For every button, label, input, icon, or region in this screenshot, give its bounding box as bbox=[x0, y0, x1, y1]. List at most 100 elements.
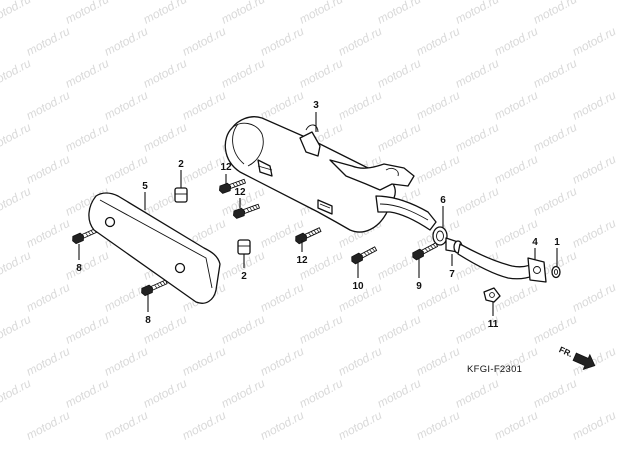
watermark-text: motod.ru bbox=[141, 120, 190, 155]
watermark-text: motod.ru bbox=[141, 56, 190, 91]
leader-lines bbox=[78, 112, 558, 316]
callout-2-upper: 2 bbox=[178, 159, 184, 170]
watermark-text: motod.ru bbox=[180, 24, 229, 59]
watermark-text: motod.ru bbox=[24, 216, 73, 251]
watermark-text: motod.ru bbox=[219, 56, 268, 91]
watermark-text: motod.ru bbox=[102, 24, 151, 59]
watermark-text: motod.ru bbox=[0, 120, 34, 155]
bolt-10[interactable] bbox=[350, 245, 378, 265]
watermark-text: motod.ru bbox=[414, 88, 463, 123]
callout-8-upper: 8 bbox=[76, 263, 82, 274]
watermark-text: motod.ru bbox=[375, 376, 424, 411]
watermark-text: motod.ru bbox=[63, 248, 112, 283]
watermark-text: motod.ru bbox=[375, 0, 424, 27]
watermark-text: motod.ru bbox=[336, 24, 385, 59]
muffler[interactable] bbox=[224, 116, 437, 233]
watermark-text: motod.ru bbox=[531, 0, 580, 27]
watermark-text: motod.ru bbox=[102, 344, 151, 379]
diagram-code: KFGI-F2301 bbox=[467, 364, 522, 375]
watermark-text: motod.ru bbox=[63, 0, 112, 27]
watermark-text: motod.ru bbox=[63, 56, 112, 91]
watermark-text: motod.ru bbox=[570, 88, 619, 123]
collar-upper[interactable] bbox=[174, 187, 188, 203]
callout-labels: 3 2 5 2 12 12 12 10 9 6 7 4 1 11 8 8 bbox=[76, 100, 560, 330]
bolt-12-middle[interactable] bbox=[232, 202, 261, 219]
watermark-text: motod.ru bbox=[24, 88, 73, 123]
watermark-text: motod.ru bbox=[102, 88, 151, 123]
callout-4: 4 bbox=[532, 237, 538, 248]
watermark-text: motod.ru bbox=[336, 344, 385, 379]
callout-10: 10 bbox=[352, 281, 364, 292]
watermark-text: motod.ru bbox=[258, 280, 307, 315]
watermark-text: motod.ru bbox=[24, 344, 73, 379]
callout-2-lower: 2 bbox=[241, 271, 247, 282]
watermark-text: motod.ru bbox=[24, 24, 73, 59]
watermark-text: motod.ru bbox=[24, 408, 73, 443]
bolt-12-upper[interactable] bbox=[218, 177, 247, 194]
watermark-text: motod.ru bbox=[492, 88, 541, 123]
callout-11: 11 bbox=[488, 319, 499, 330]
watermark-text: motod.ru bbox=[414, 24, 463, 59]
watermark-text: motod.ru bbox=[531, 56, 580, 91]
watermark-text: motod.ru bbox=[531, 376, 580, 411]
watermark-text: motod.ru bbox=[375, 56, 424, 91]
watermark-text: motod.ru bbox=[336, 88, 385, 123]
watermark-text: motod.ru bbox=[0, 184, 34, 219]
watermark-text: motod.ru bbox=[0, 248, 34, 283]
callout-7: 7 bbox=[449, 269, 455, 280]
callout-12-upper: 12 bbox=[220, 162, 232, 173]
bolt-12-lower[interactable] bbox=[294, 226, 322, 245]
watermark-text: motod.ru bbox=[141, 0, 190, 27]
watermark-text: motod.ru bbox=[63, 120, 112, 155]
watermark-text: motod.ru bbox=[531, 312, 580, 347]
watermark-text: motod.ru bbox=[141, 376, 190, 411]
watermark-text: motod.ru bbox=[102, 408, 151, 443]
watermark-text: motod.ru bbox=[63, 376, 112, 411]
watermark-text: motod.ru bbox=[375, 312, 424, 347]
watermark-text: motod.ru bbox=[570, 408, 619, 443]
watermark-text: motod.ru bbox=[297, 376, 346, 411]
watermark-text: motod.ru bbox=[453, 120, 502, 155]
callout-6: 6 bbox=[440, 195, 446, 206]
watermark-text: motod.ru bbox=[219, 376, 268, 411]
watermark-text: motod.ru bbox=[24, 152, 73, 187]
watermark-text: motod.ru bbox=[570, 280, 619, 315]
watermark-text: motod.ru bbox=[102, 280, 151, 315]
cap-nut[interactable] bbox=[483, 287, 501, 303]
bolt-group bbox=[72, 177, 439, 297]
watermark-text: motod.ru bbox=[219, 0, 268, 27]
bolt-8-lower[interactable] bbox=[140, 278, 168, 297]
watermark-text: motod.ru bbox=[219, 312, 268, 347]
watermark-text: motod.ru bbox=[297, 312, 346, 347]
watermark-text: motod.ru bbox=[375, 120, 424, 155]
front-label: FR. bbox=[558, 344, 575, 359]
callout-12-middle: 12 bbox=[234, 187, 246, 198]
watermark-text: motod.ru bbox=[297, 0, 346, 27]
watermark-text: motod.ru bbox=[297, 56, 346, 91]
gasket[interactable] bbox=[432, 226, 448, 246]
watermark-text: motod.ru bbox=[414, 408, 463, 443]
watermark-text: motod.ru bbox=[258, 344, 307, 379]
exhaust-pipe[interactable] bbox=[457, 243, 547, 283]
watermark-text: motod.ru bbox=[24, 280, 73, 315]
callout-12-lower: 12 bbox=[296, 255, 308, 266]
watermark-text: motod.ru bbox=[180, 88, 229, 123]
collar-lower[interactable] bbox=[237, 239, 251, 255]
washer[interactable] bbox=[551, 265, 561, 279]
watermark-text: motod.ru bbox=[570, 216, 619, 251]
watermark-text: motod.ru bbox=[0, 312, 34, 347]
callout-5: 5 bbox=[142, 181, 148, 192]
watermark-text: motod.ru bbox=[453, 184, 502, 219]
watermark-text: motod.ru bbox=[570, 152, 619, 187]
watermark-text: motod.ru bbox=[414, 152, 463, 187]
watermark-text: motod.ru bbox=[492, 24, 541, 59]
bolt-9[interactable] bbox=[411, 241, 439, 261]
watermark-text: motod.ru bbox=[336, 408, 385, 443]
callout-3: 3 bbox=[313, 100, 319, 111]
watermark-text: motod.ru bbox=[258, 24, 307, 59]
watermark-text: motod.ru bbox=[0, 56, 34, 91]
front-direction-indicator: FR. bbox=[558, 344, 596, 370]
muffler-protector[interactable] bbox=[88, 192, 221, 304]
